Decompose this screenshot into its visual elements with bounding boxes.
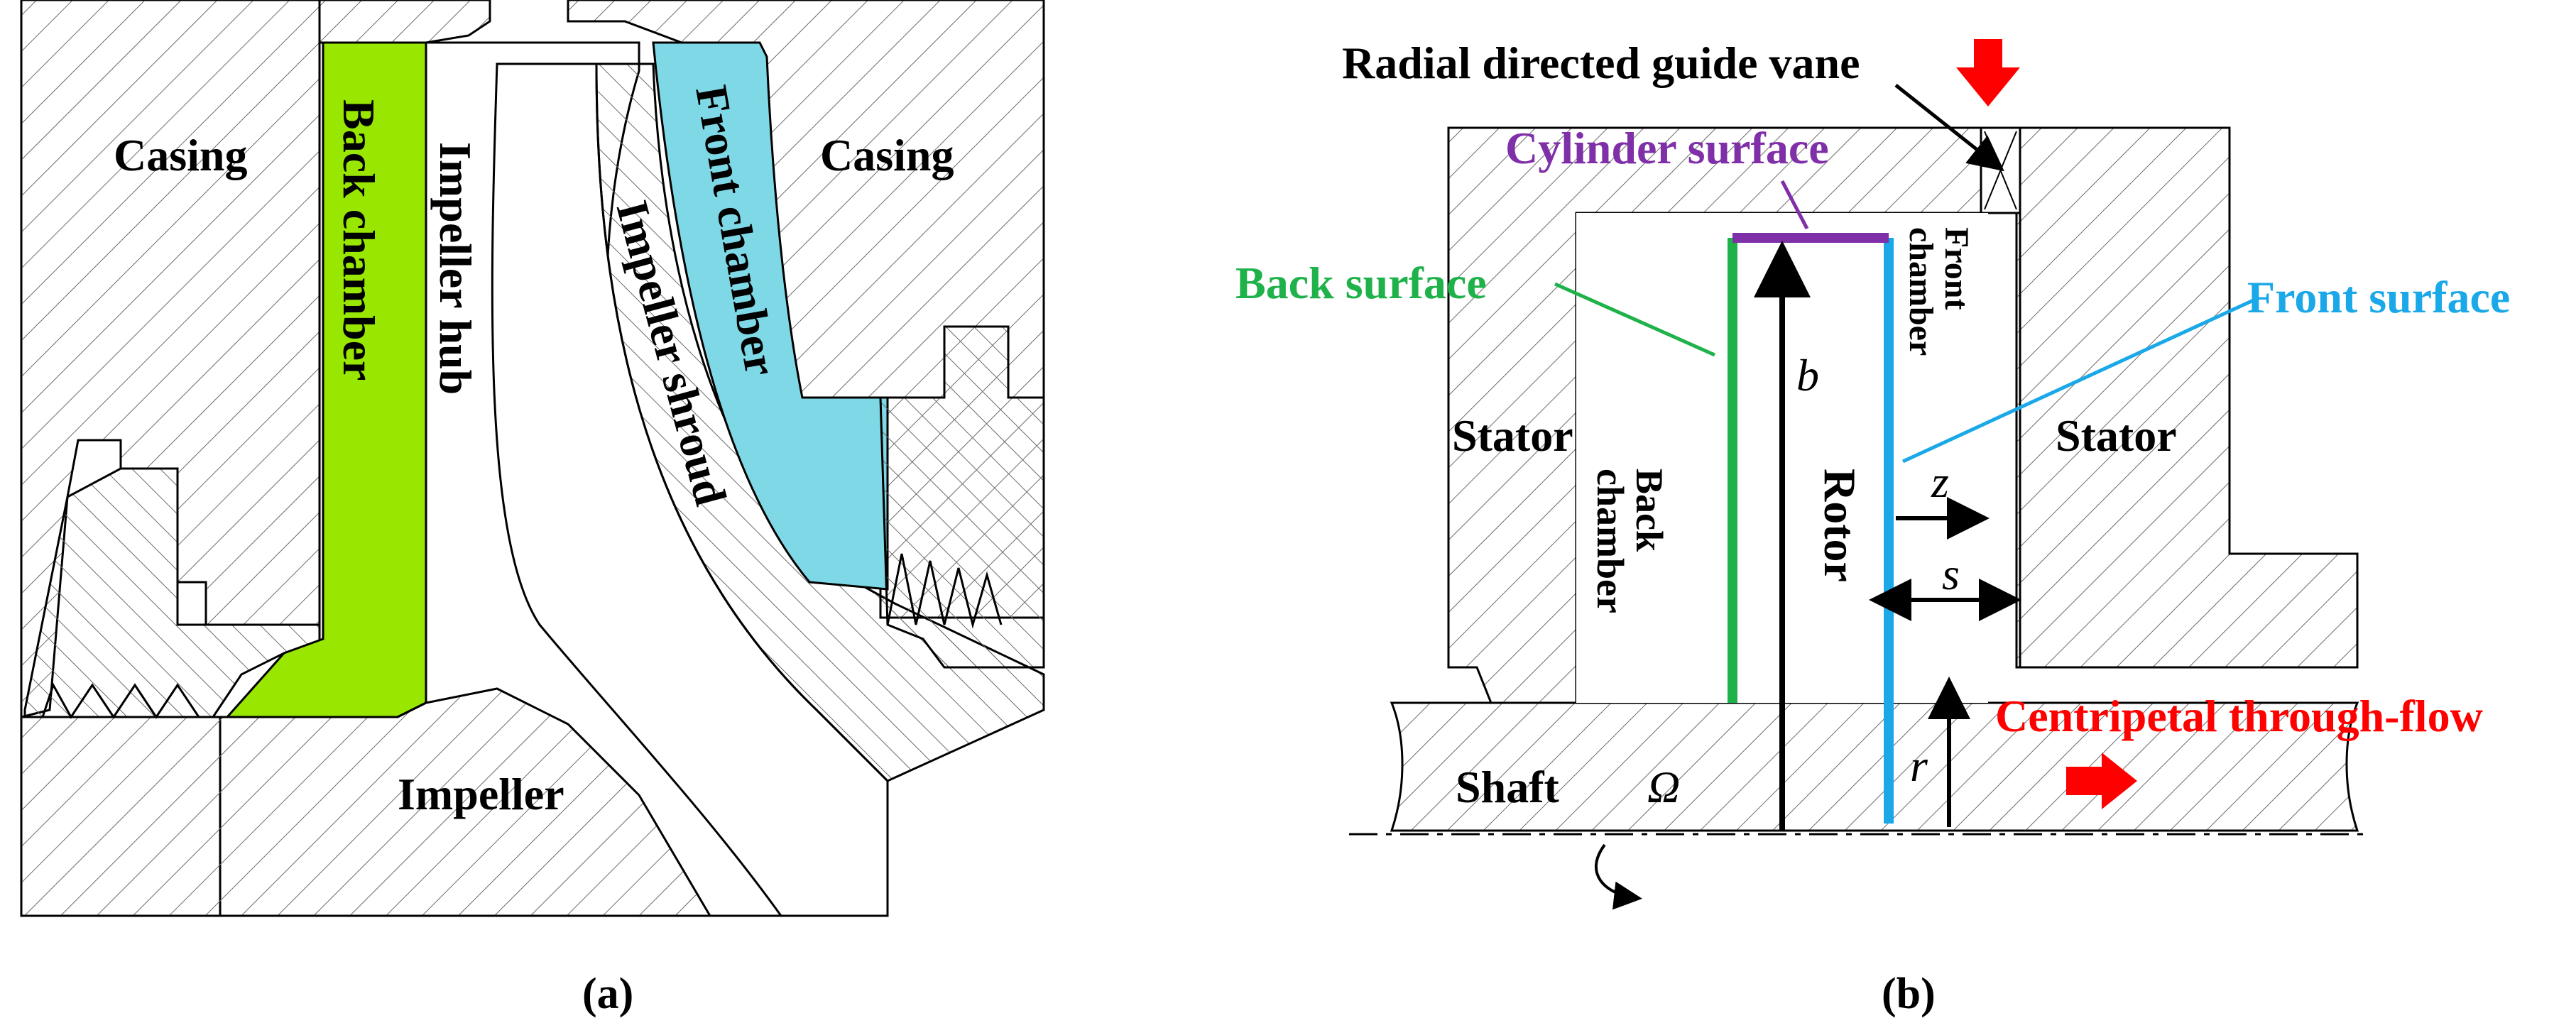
through-flow-arrow (2066, 753, 2137, 809)
shaft-region (1390, 701, 2359, 832)
panel-b: Radial directed guide vane Cylinder surf… (1235, 38, 2510, 1018)
label-back-surface: Back surface (1235, 258, 1487, 308)
label-rotor: Rotor (1815, 469, 1865, 582)
caption-b: (b) (1882, 970, 1936, 1018)
seal-block-right (879, 325, 1045, 669)
caption-a: (a) (582, 970, 633, 1018)
label-back-chamber-line1: Back (1628, 469, 1671, 552)
labyrinth-teeth-right (886, 553, 1003, 629)
label-r: r (1910, 740, 1928, 791)
impeller-shroud-region (595, 62, 1045, 782)
label-cylinder-surface: Cylinder surface (1505, 123, 1829, 173)
impeller-base-hatch (20, 687, 712, 917)
red-inflow-arrow (1956, 39, 2020, 106)
label-back-chamber: Back chamber (334, 99, 384, 381)
stator-right-region (2015, 126, 2359, 669)
label-front-chamber-line2: chamber (1902, 227, 1940, 356)
back-surface-leader-line (1554, 282, 1716, 357)
label-omega: Ω (1647, 762, 1680, 812)
label-casing-left: Casing (114, 130, 248, 180)
label-stator-left: Stator (1452, 410, 1573, 461)
label-z: z (1931, 456, 1949, 507)
label-impeller-hub: Impeller hub (430, 142, 481, 395)
label-through-flow: Centripetal through-flow (1995, 691, 2483, 741)
vane-leader-line (1894, 84, 2004, 172)
label-stator-right: Stator (2056, 410, 2177, 461)
label-s: s (1942, 549, 1960, 599)
label-back-chamber-line2: chamber (1589, 469, 1632, 613)
label-front-surface: Front surface (2247, 272, 2510, 322)
labyrinth-teeth-left (41, 682, 200, 719)
label-impeller: Impeller (398, 769, 564, 819)
label-front-chamber-line1: Front (1938, 227, 1975, 310)
front-surface-leader-line (1901, 296, 2259, 464)
label-shaft: Shaft (1456, 762, 1560, 812)
casing-top-notch (318, 0, 491, 44)
label-casing-right: Casing (820, 130, 954, 180)
label-radial-vane: Radial directed guide vane (1342, 38, 1860, 88)
label-b: b (1796, 350, 1819, 400)
panel-a: Casing Casing Back chamber Impeller hub … (20, 0, 1045, 1018)
cylinder-leader-line (1780, 180, 1809, 230)
front-chamber-region (652, 41, 889, 591)
rotation-arrow (1595, 843, 1642, 910)
